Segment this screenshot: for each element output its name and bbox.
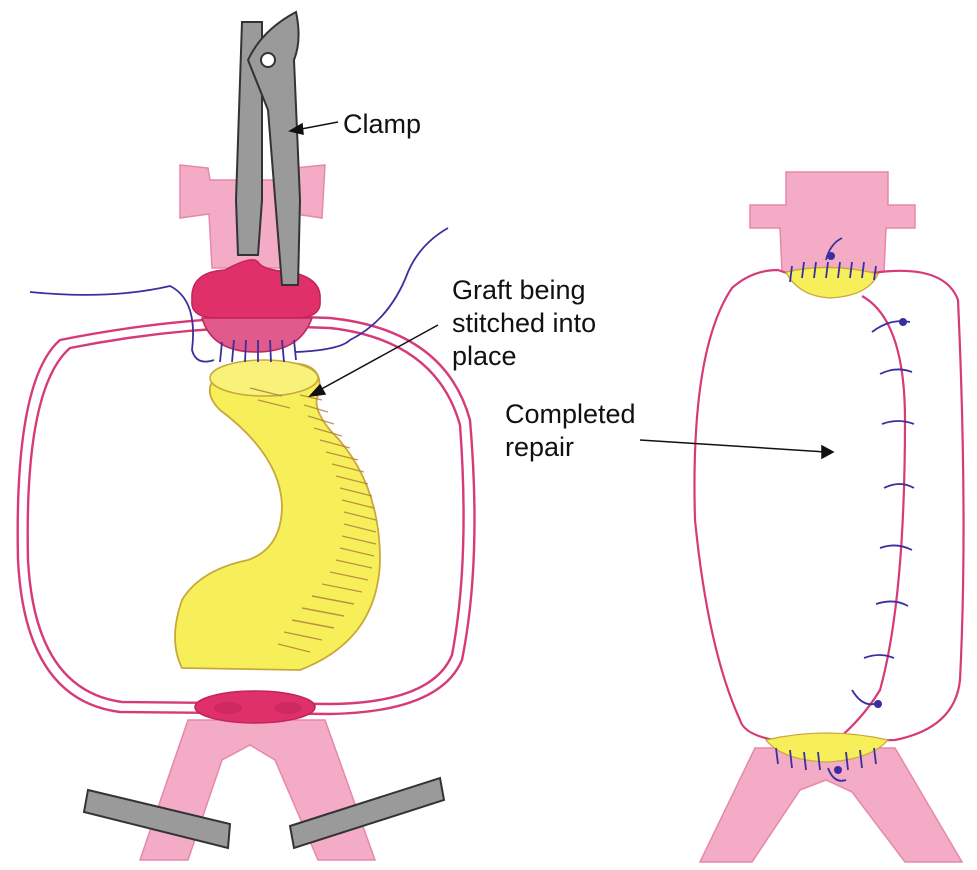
graft-label-line-3: place: [452, 340, 596, 373]
tube-graft: [175, 360, 380, 670]
proximal-aortic-cuff: [192, 260, 320, 352]
iliac-clamps: [84, 778, 444, 848]
iliac-arteries: [140, 720, 375, 860]
iliac-arteries-right: [700, 748, 962, 862]
clamp-label-text: Clamp: [343, 109, 421, 139]
right-figure-completed-repair: [640, 172, 964, 862]
repair-label-line-2: repair: [505, 431, 636, 464]
distal-aortic-cuff: [195, 691, 315, 723]
graft-label-line-2: stitched into: [452, 307, 596, 340]
wrapped-aneurysm-sac: [694, 270, 963, 744]
clamp-label: Clamp: [343, 108, 421, 141]
completed-repair-label: Completed repair: [505, 398, 636, 464]
graft-label: Graft being stitched into place: [452, 274, 596, 373]
repair-label-line-1: Completed: [505, 398, 636, 431]
graft-label-line-1: Graft being: [452, 274, 596, 307]
